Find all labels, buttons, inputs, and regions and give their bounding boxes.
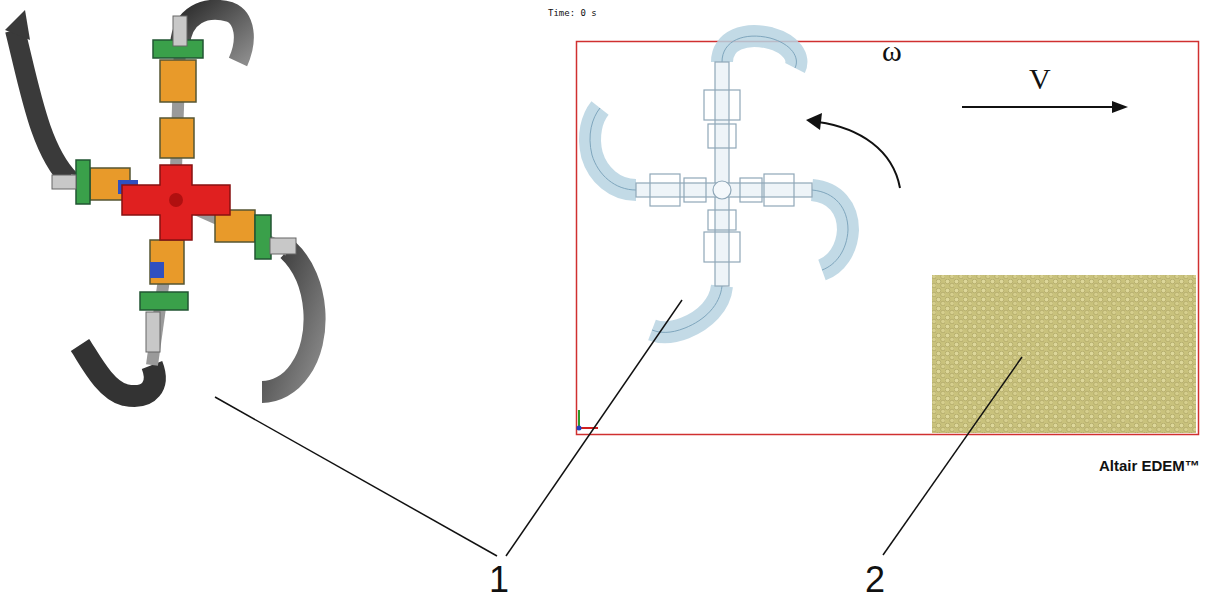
callout-number: 1 bbox=[489, 562, 509, 598]
velocity-label: V bbox=[1029, 64, 1051, 94]
soil-particles bbox=[932, 275, 1196, 433]
time-stamp: Time: 0 s bbox=[548, 9, 597, 18]
velocity-arrow bbox=[962, 106, 1115, 108]
rotor-sim bbox=[590, 36, 848, 332]
rotation-label: ω bbox=[882, 36, 902, 66]
arrow-head bbox=[1112, 101, 1128, 113]
callout-number: 2 bbox=[865, 562, 885, 598]
rotation-arrow bbox=[818, 122, 900, 188]
leader-line bbox=[215, 300, 1022, 556]
simulation-frame bbox=[577, 42, 1199, 435]
software-label: Altair EDEM™ bbox=[1099, 458, 1200, 473]
rotor-3d bbox=[5, 10, 315, 396]
arrow-head bbox=[806, 113, 822, 130]
